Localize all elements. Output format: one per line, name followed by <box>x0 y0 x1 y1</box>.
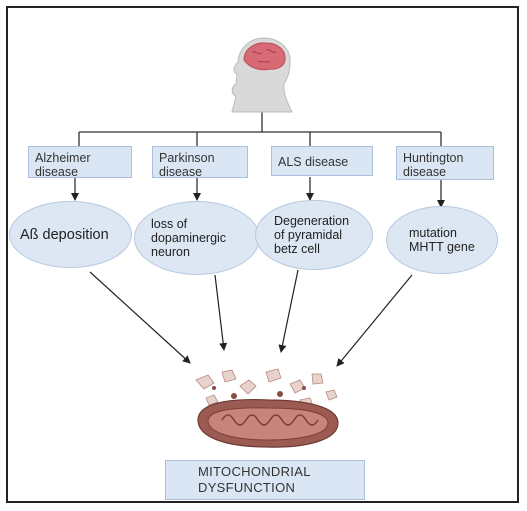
betz-cell-degeneration-ellipse: Degeneration of pyramidal betz cell <box>255 200 373 270</box>
ab-deposition-label: Aß deposition <box>20 226 109 243</box>
als-label-line1: ALS disease <box>278 155 349 169</box>
parkinson-label-line2: disease <box>159 165 203 179</box>
arrow-parkinson-to-mito <box>214 274 228 351</box>
parkinson-label-line1: Parkinson <box>159 151 215 165</box>
arrow-huntington-to-mito <box>336 274 413 367</box>
dopaminergic-label-line2: dopaminergic <box>151 231 227 245</box>
mhtt-label-line1: mutation <box>409 226 457 240</box>
mhtt-label-line2: MHTT gene <box>409 240 475 254</box>
huntington-disease-box: Huntington disease <box>396 146 494 180</box>
dopaminergic-loss-ellipse: loss of dopaminergic neuron <box>134 201 260 275</box>
huntington-label-line2: disease <box>403 165 447 179</box>
dopaminergic-label-line3: neuron <box>151 245 190 259</box>
betz-label-line2: of pyramidal <box>274 228 343 242</box>
outcome-label-line2: DYSFUNCTION <box>198 480 296 495</box>
arrow-als-to-mito <box>278 269 299 353</box>
outcome-label-line1: MITOCHONDRIAL <box>198 464 311 479</box>
alzheimer-label-line1: Alzheimer <box>35 151 91 165</box>
arrow-ab-to-mito <box>89 271 191 364</box>
alzheimer-label-line2: disease <box>35 165 79 179</box>
dopaminergic-label-line1: loss of <box>151 217 188 231</box>
mhtt-mutation-ellipse: mutation MHTT gene <box>386 206 498 274</box>
mitochondrial-dysfunction-box: MITOCHONDRIAL DYSFUNCTION <box>165 460 365 500</box>
ab-deposition-ellipse: Aß deposition <box>9 201 132 268</box>
huntington-label-line1: Huntington <box>403 151 464 165</box>
als-disease-box: ALS disease <box>271 146 373 176</box>
betz-label-line1: Degeneration <box>274 214 350 228</box>
alzheimer-disease-box: Alzheimer disease <box>28 146 132 179</box>
betz-label-line3: betz cell <box>274 242 320 256</box>
parkinson-disease-box: Parkinson disease <box>152 146 248 179</box>
